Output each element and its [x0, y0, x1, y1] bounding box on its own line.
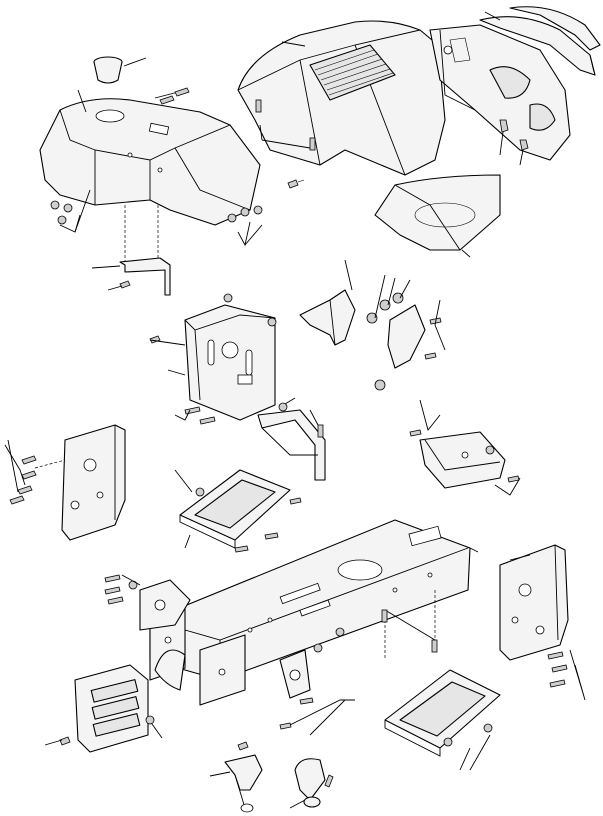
- dash-fasteners-right: [227, 179, 305, 247]
- main-frame: [149, 519, 479, 681]
- dash-fasteners-left: [50, 189, 91, 233]
- cup-holder: [93, 56, 147, 84]
- bottom-bracket-right: [289, 758, 334, 809]
- hood-vent-grille: [309, 44, 396, 101]
- front-bumper: [44, 664, 163, 753]
- bottom-bracket-left: [209, 741, 263, 813]
- dash-panel-cover: [39, 87, 261, 226]
- support-bracket: [299, 259, 356, 346]
- grille-clips: [499, 119, 529, 166]
- front-axle-bracket: [104, 574, 191, 631]
- grille-lens: [479, 6, 601, 76]
- grille-housing: [429, 24, 571, 161]
- center-pivot: [279, 627, 355, 736]
- dash-panel: [149, 293, 277, 425]
- firewall-bracket: [257, 397, 326, 481]
- pedal-bracket-right: [366, 274, 446, 391]
- right-footrest: [384, 669, 501, 771]
- left-side-plate: [4, 424, 126, 541]
- left-footrest: [174, 469, 302, 553]
- right-side-plate: [499, 544, 586, 701]
- engine-shroud: [374, 174, 501, 258]
- rear-mount-bracket: [409, 399, 521, 496]
- hood: [237, 20, 446, 176]
- dash-mount-bracket: [91, 205, 171, 296]
